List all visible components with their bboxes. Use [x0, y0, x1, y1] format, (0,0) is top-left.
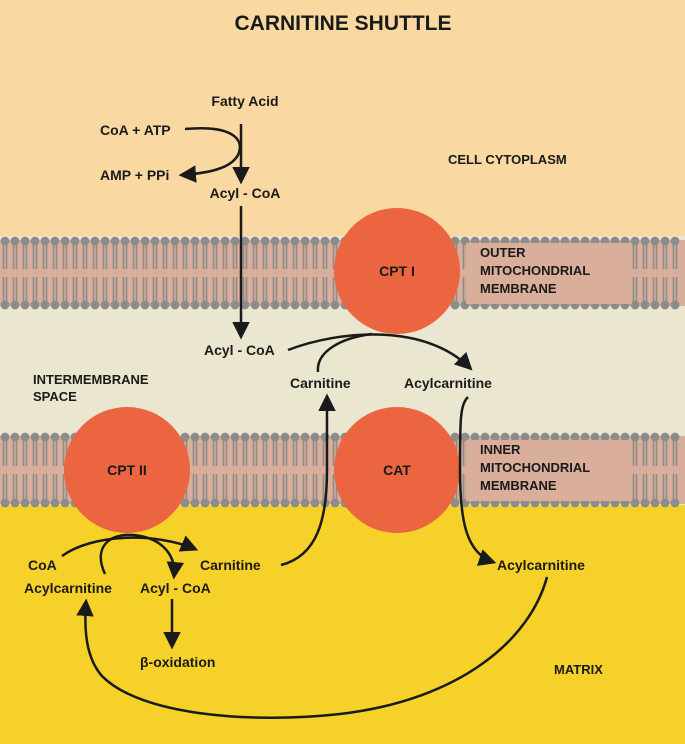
- arrow-cpt1-main: [287, 333, 473, 371]
- acylcarnitine-matrix-left-label: Acylcarnitine: [24, 580, 112, 596]
- arrow-cpt2-coa-to-carnitine: [61, 535, 199, 558]
- carnitine-intermembrane-label: Carnitine: [290, 375, 351, 391]
- matrix-label: MATRIX: [554, 662, 603, 677]
- outer-membrane-label-line-2: MITOCHONDRIAL: [480, 263, 590, 278]
- arrow-coa-atp-to-amp-ppi: [178, 127, 241, 183]
- cytoplasm-region: [0, 0, 685, 236]
- cpt2-enzyme: [64, 407, 190, 533]
- arrow-carnitine-out-via-cat: [280, 393, 336, 567]
- acyl-coa-matrix-label: Acyl - CoA: [140, 580, 211, 596]
- outer-membrane-label-band: [466, 243, 632, 304]
- inner-membrane-label-band: [466, 440, 632, 501]
- carnitine-matrix-label: Carnitine: [200, 557, 261, 573]
- outer-membrane-label-line-3: MEMBRANE: [480, 281, 557, 296]
- intermembrane-label-line-2: SPACE: [33, 389, 77, 404]
- acylcarnitine-matrix-right-label: Acylcarnitine: [497, 557, 585, 573]
- coa-atp-label: CoA + ATP: [100, 122, 171, 138]
- arrow-cpt2-acylcarnitine-to-acyl-coa: [99, 533, 185, 580]
- reaction-arrows: [61, 124, 549, 720]
- acyl-coa-intermembrane-label: Acyl - CoA: [204, 342, 275, 358]
- cytoplasm-label: CELL CYTOPLASM: [448, 152, 567, 167]
- cpt1-label: CPT I: [379, 263, 415, 279]
- fatty-acid-label: Fatty Acid: [211, 93, 278, 109]
- amp-ppi-label: AMP + PPi: [100, 167, 169, 183]
- inner-membrane-label-line-2: MITOCHONDRIAL: [480, 460, 590, 475]
- cat-enzyme: [334, 407, 460, 533]
- beta-oxidation-label: β-oxidation: [140, 654, 215, 670]
- cpt2-label: CPT II: [107, 462, 147, 478]
- cat-label: CAT: [383, 462, 411, 478]
- acyl-coa-cytoplasm-label: Acyl - CoA: [210, 185, 281, 201]
- coa-matrix-label: CoA: [28, 557, 57, 573]
- diagram-title: CARNITINE SHUTTLE: [235, 12, 452, 35]
- cpt1-enzyme: [334, 208, 460, 334]
- arrow-cpt1-carnitine-in: [316, 332, 373, 373]
- arrow-acylcarnitine-return-loop: [76, 576, 549, 720]
- intermembrane-label-line-1: INTERMEMBRANE: [33, 372, 149, 387]
- acylcarnitine-intermembrane-label: Acylcarnitine: [404, 375, 492, 391]
- outer-membrane-label-line-1: OUTER: [480, 245, 526, 260]
- matrix-region: [0, 505, 685, 744]
- inner-membrane-label-line-3: MEMBRANE: [480, 478, 557, 493]
- arrow-acylcarnitine-in-via-cat: [458, 396, 497, 566]
- inner-membrane-label-line-1: INNER: [480, 442, 521, 457]
